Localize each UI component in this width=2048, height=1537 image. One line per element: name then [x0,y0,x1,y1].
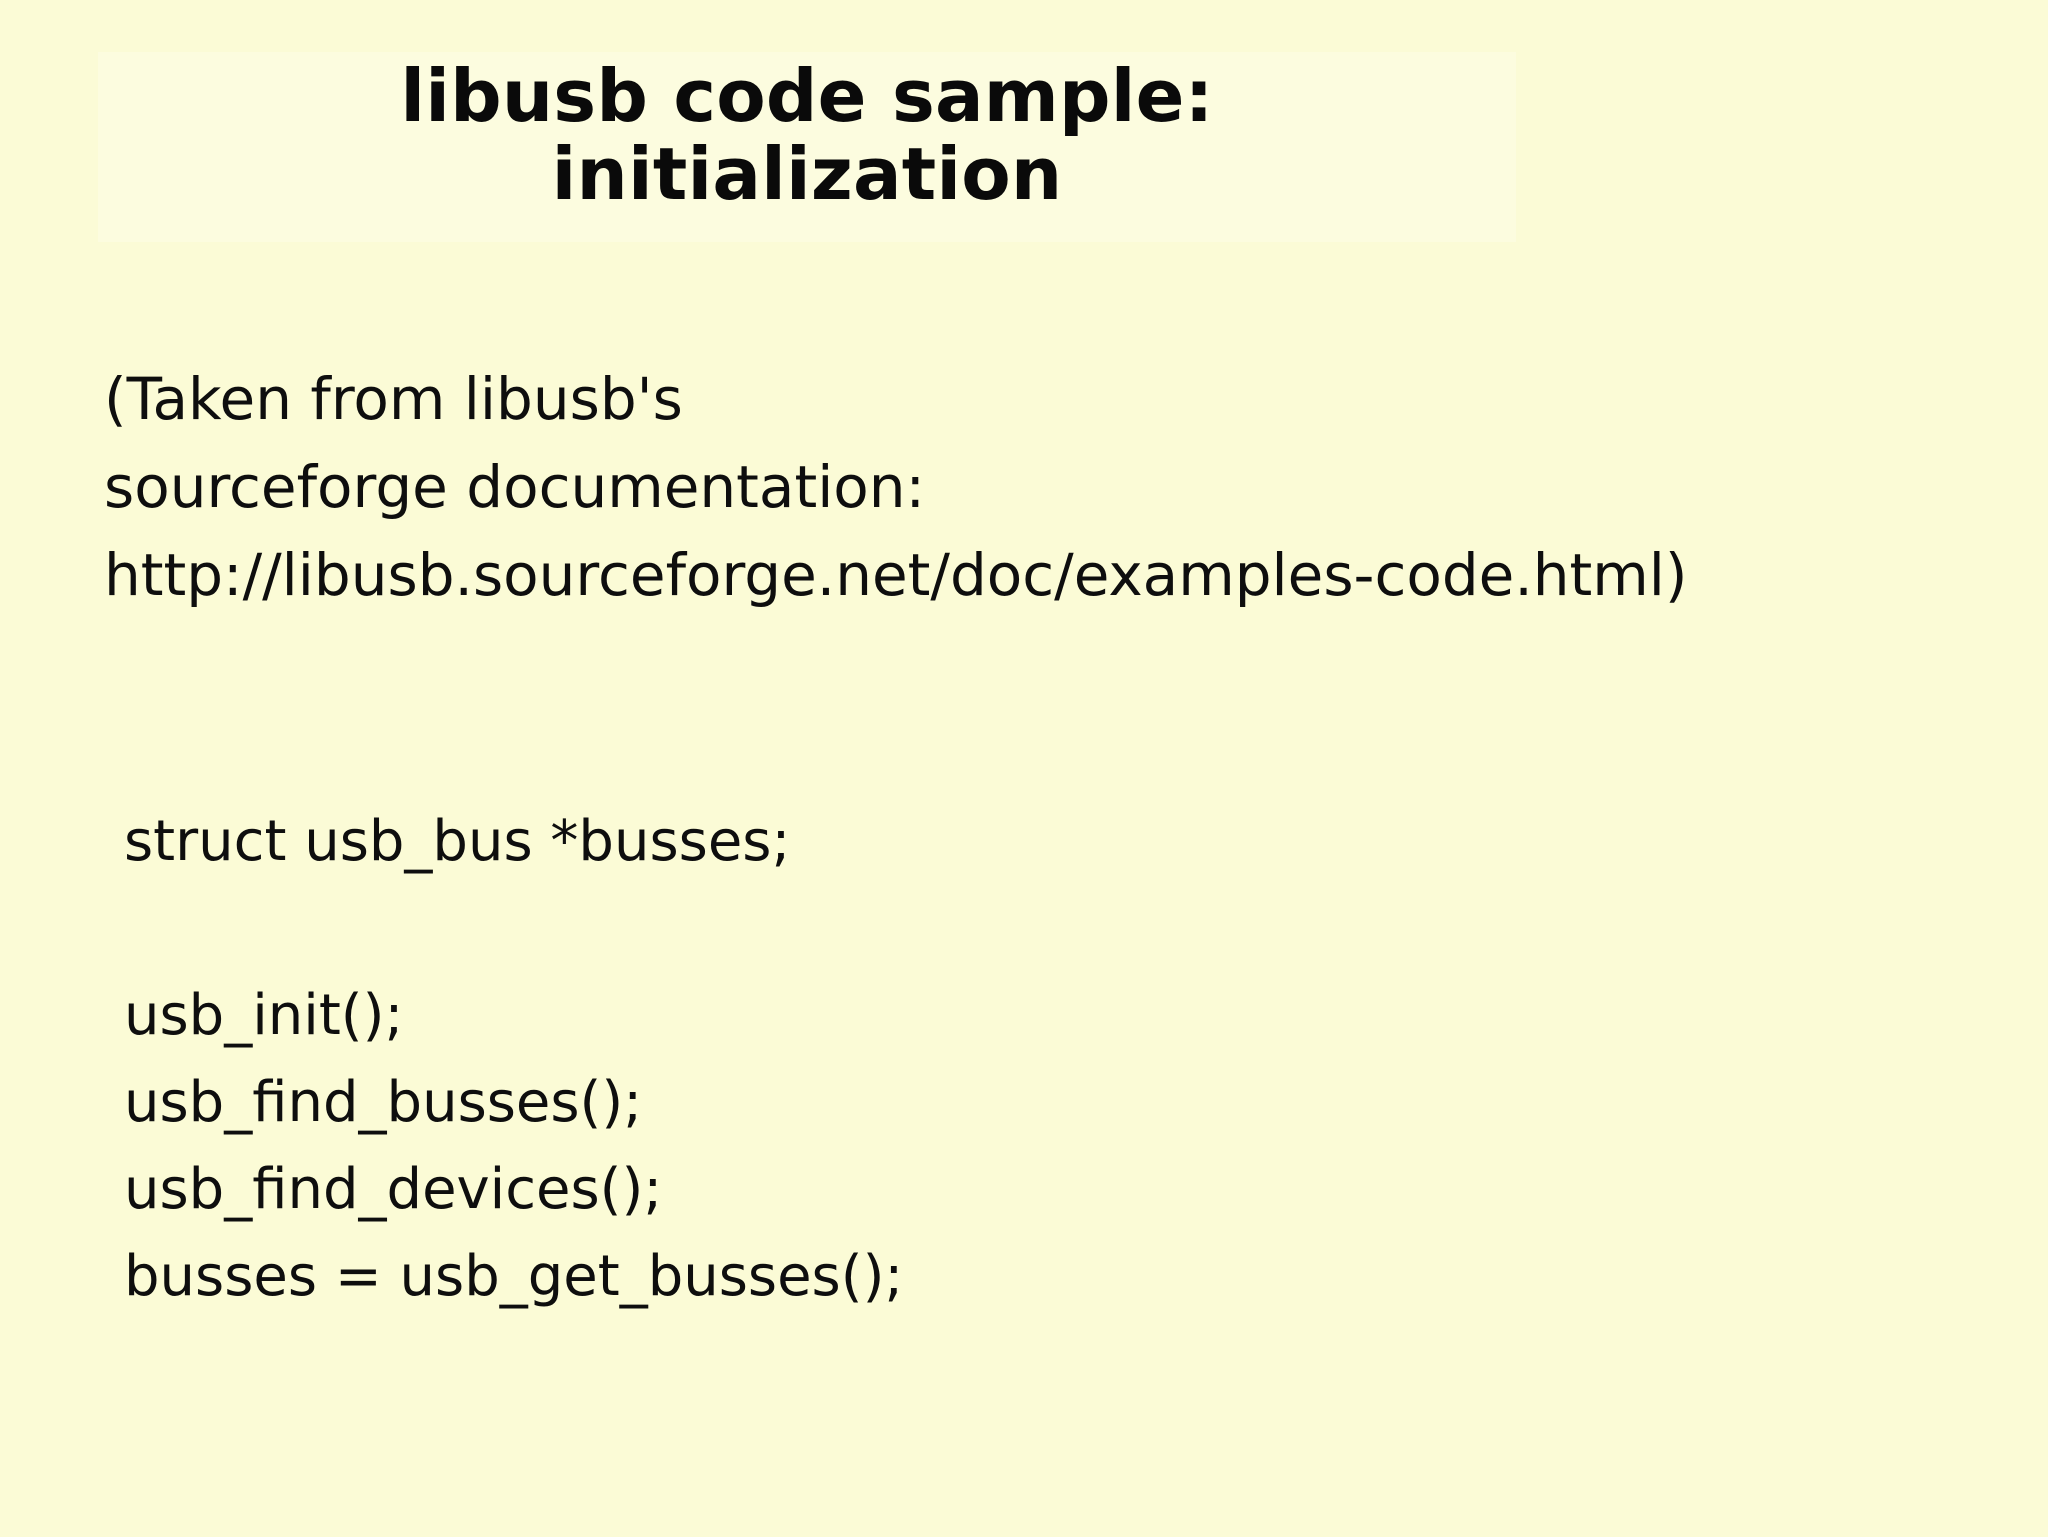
code-line-blank [124,885,2024,972]
page-title-line-1: libusb code sample: [400,54,1214,138]
page-title-line-2: initialization [551,131,1063,216]
code-line-usb-find-busses: usb_find_busses(); [124,1070,643,1135]
code-line-declaration: struct usb_bus *busses; [124,809,791,874]
attribution-line-2: sourceforge documentation: [104,453,926,521]
page-title: libusb code sample: initialization [98,54,1516,216]
source-attribution-block: (Taken from libusb's sourceforge documen… [104,355,2004,619]
attribution-line-1: (Taken from libusb's [104,365,683,433]
code-line-usb-find-devices: usb_find_devices(); [124,1157,663,1222]
attribution-url-line: http://libusb.sourceforge.net/doc/exampl… [104,541,1688,609]
code-sample-block: struct usb_bus *busses; usb_init(); usb_… [124,798,2024,1320]
code-line-usb-get-busses: busses = usb_get_busses(); [124,1244,904,1309]
code-line-usb-init: usb_init(); [124,983,404,1048]
title-background-band [98,52,1516,242]
